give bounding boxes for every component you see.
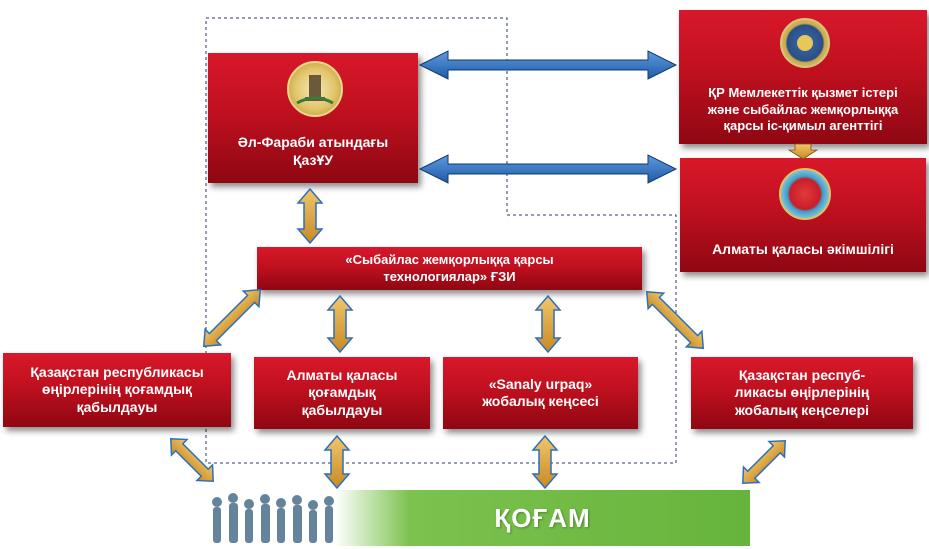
institute-regions-reception-arrow [202, 288, 262, 348]
almaty-reception-society-arrow [323, 434, 351, 490]
institute-almaty-reception-arrow [326, 294, 354, 354]
regions-offices-label: Қазақстан респуб- ликасы өңірлерінің жоб… [734, 366, 870, 418]
society-label: ҚОҒАМ [494, 502, 591, 533]
akimat-label: Алматы қаласы әкімшілігі [712, 240, 894, 257]
sanaly-urpaq-society-arrow [531, 434, 559, 490]
institute-label: «Сыбайлас жемқорлыққа қарсы технологияла… [345, 252, 554, 284]
almaty-reception-box: Алматы қаласы қоғамдық қабылдауы [254, 357, 430, 429]
regions-offices-society-arrow [742, 440, 786, 484]
agency-box: ҚР Мемлекеттік қызмет істері және сыбайл… [679, 10, 927, 144]
institute-regions-offices-arrow [645, 290, 705, 350]
kaznu-label: Әл-Фараби атындағы ҚазҰУ [237, 134, 389, 168]
people-crowd-icon [212, 493, 334, 543]
kaznu-box: Әл-Фараби атындағы ҚазҰУ [208, 53, 418, 183]
regions-offices-box: Қазақстан респуб- ликасы өңірлерінің жоб… [691, 357, 913, 429]
sanaly-urpaq-label: «Sanaly urpaq» жобалық кеңсесі [482, 375, 599, 410]
kaznu-institute-arrow [296, 187, 324, 245]
agency-label: ҚР Мемлекеттік қызмет істері және сыбайл… [707, 85, 899, 133]
institute-sanaly-urpaq-arrow [534, 294, 562, 354]
akimat-box: Алматы қаласы әкімшілігі [680, 158, 926, 272]
society-bar: ҚОҒАМ [335, 490, 750, 546]
almaty-emblem-icon [779, 168, 831, 220]
agency-akimat-arrow [787, 143, 819, 160]
kaznu-akimat-arrow [418, 154, 678, 184]
institute-box: «Сыбайлас жемқорлыққа қарсы технологияла… [257, 247, 642, 290]
sanaly-urpaq-box: «Sanaly urpaq» жобалық кеңсесі [443, 357, 638, 429]
almaty-reception-label: Алматы қаласы қоғамдық қабылдауы [286, 366, 398, 418]
regions-reception-box: Қазақстан республикасы өңірлерінің қоғам… [3, 353, 231, 427]
university-emblem-icon [287, 61, 343, 117]
kaznu-agency-arrow [418, 50, 678, 80]
regions-reception-society-arrow [170, 438, 214, 482]
regions-reception-label: Қазақстан республикасы өңірлерінің қоғам… [30, 363, 204, 415]
agency-emblem-icon [780, 18, 830, 68]
